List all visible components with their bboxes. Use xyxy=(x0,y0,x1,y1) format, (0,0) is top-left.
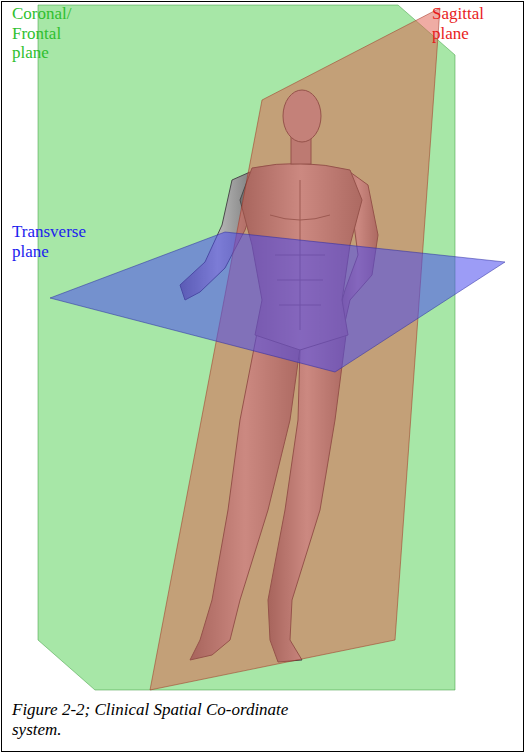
figure-caption: Figure 2-2; Clinical Spatial Co-ordinate… xyxy=(12,700,342,739)
plane-name: Sagittal plane xyxy=(432,4,484,43)
plane-label: Sagittal plane xyxy=(432,4,510,43)
plane-label: Transverse plane xyxy=(12,222,104,261)
plane-label: Coronal/ Frontal plane xyxy=(12,4,84,63)
plane-name: Coronal/ Frontal plane xyxy=(12,4,72,62)
transverse-plane xyxy=(50,232,505,372)
plane-name: Transverse plane xyxy=(12,222,86,261)
caption-text: Figure 2-2; Clinical Spatial Co-ordinate… xyxy=(12,700,288,739)
